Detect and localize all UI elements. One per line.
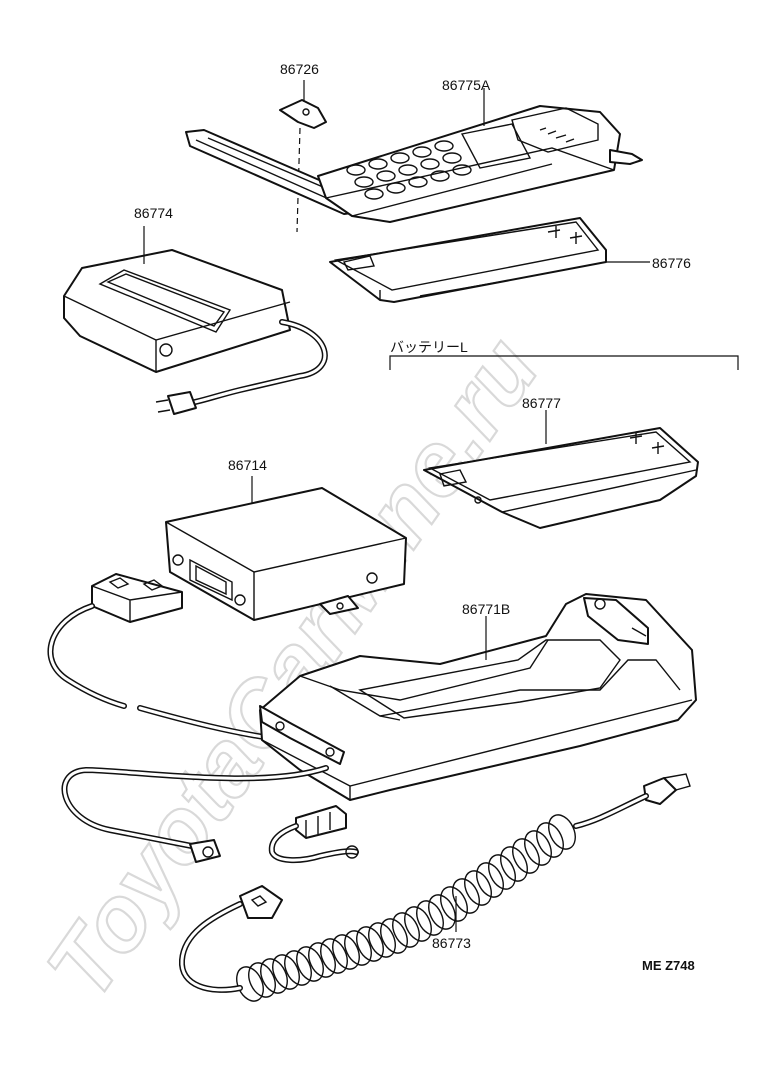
label-86776: 86776 <box>652 255 691 271</box>
label-86714: 86714 <box>228 457 267 473</box>
label-86726: 86726 <box>280 61 319 77</box>
part-86777-battery-large <box>423 427 699 529</box>
label-battery-group: バッテリーL <box>390 339 468 355</box>
label-86777: 86777 <box>522 395 561 411</box>
label-86773: 86773 <box>432 935 471 951</box>
coil <box>236 814 576 1002</box>
part-86774-charger <box>63 249 328 415</box>
keypad <box>346 140 472 200</box>
part-86714-control-unit <box>165 487 407 621</box>
part-86776-battery <box>329 217 607 303</box>
label-86775a: 86775A <box>442 77 491 93</box>
battery-group-bracket <box>389 355 739 370</box>
label-86771b: 86771B <box>462 601 510 617</box>
diagram-code: ME Z748 <box>642 958 695 973</box>
label-86774: 86774 <box>134 205 173 221</box>
harness-connector <box>47 573 273 741</box>
part-86773-coiled-cord <box>178 773 691 1002</box>
part-86775a-handset <box>185 105 643 223</box>
power-harness <box>61 765 359 864</box>
part-86771b-cradle <box>259 593 697 801</box>
